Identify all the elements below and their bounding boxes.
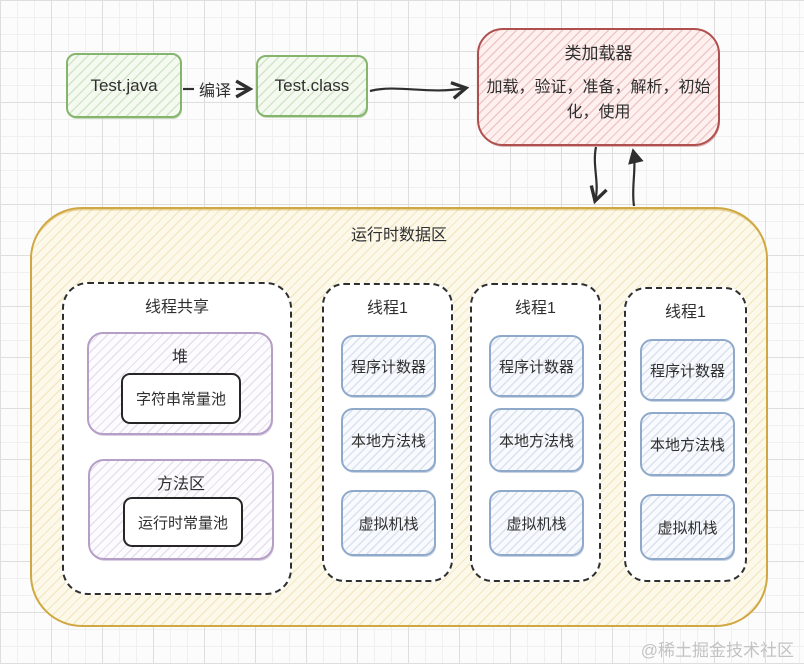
program-counter-label: 程序计数器 xyxy=(498,358,574,376)
vm-stack-box: 虚拟机栈 xyxy=(341,490,436,556)
vm-stack-box: 虚拟机栈 xyxy=(640,494,735,560)
vm-stack-box: 虚拟机栈 xyxy=(489,490,584,556)
thread-group-1: 线程1 程序计数器 本地方法栈 虚拟机栈 xyxy=(322,283,453,582)
method-area-title: 方法区 xyxy=(156,476,205,493)
native-method-stack-label: 本地方法栈 xyxy=(498,432,574,450)
arrow-right-icon xyxy=(369,81,470,100)
runtime-constant-pool-box: 运行时常量池 xyxy=(123,497,243,547)
test-java-box: Test.java xyxy=(66,53,182,118)
test-class-box: Test.class xyxy=(256,55,368,117)
class-loader-steps: 加载，验证，准备，解析，初始化，使用 xyxy=(486,79,711,121)
program-counter-box: 程序计数器 xyxy=(341,335,436,397)
thread-shared-group: 线程共享 堆 字符串常量池 方法区 运行时常量池 xyxy=(62,282,292,595)
test-java-label: Test.java xyxy=(90,75,158,95)
program-counter-label: 程序计数器 xyxy=(649,362,725,380)
heap-title: 堆 xyxy=(171,349,188,366)
vm-stack-label: 虚拟机栈 xyxy=(657,519,718,537)
string-constant-pool-label: 字符串常量池 xyxy=(135,391,226,408)
thread-3-title: 线程1 xyxy=(665,304,706,321)
test-class-label: Test.class xyxy=(274,76,350,95)
native-method-stack-box: 本地方法栈 xyxy=(341,408,436,472)
native-method-stack-box: 本地方法栈 xyxy=(489,408,584,472)
string-constant-pool-box: 字符串常量池 xyxy=(121,373,241,424)
vm-stack-label: 虚拟机栈 xyxy=(506,515,567,533)
program-counter-box: 程序计数器 xyxy=(640,339,735,401)
class-loader-box: 类加载器 加载，验证，准备，解析，初始化，使用 xyxy=(477,28,720,146)
runtime-data-area-title: 运行时数据区 xyxy=(350,227,447,244)
thread-group-2: 线程1 程序计数器 本地方法栈 虚拟机栈 xyxy=(470,283,601,582)
class-loader-title: 类加载器 xyxy=(564,44,633,63)
arrow-down-icon xyxy=(589,146,608,205)
native-method-stack-label: 本地方法栈 xyxy=(649,436,725,454)
program-counter-box: 程序计数器 xyxy=(489,335,584,397)
thread-2-title: 线程1 xyxy=(515,300,556,317)
thread-1-title: 线程1 xyxy=(367,300,408,317)
method-area-box: 方法区 运行时常量池 xyxy=(88,459,274,560)
watermark: @稀土掘金技术社区 xyxy=(640,641,794,660)
native-method-stack-box: 本地方法栈 xyxy=(640,412,735,476)
compile-arrow-label: 编译 xyxy=(198,83,231,100)
arrow-up-icon xyxy=(628,148,644,207)
runtime-constant-pool-label: 运行时常量池 xyxy=(137,514,228,532)
program-counter-label: 程序计数器 xyxy=(350,358,426,376)
thread-shared-title: 线程共享 xyxy=(144,299,209,316)
heap-box: 堆 字符串常量池 xyxy=(87,332,273,435)
runtime-data-area-box: 运行时数据区 线程共享 堆 字符串常量池 方法区 运行时常量池 线程1 程序计数… xyxy=(30,207,768,627)
vm-stack-label: 虚拟机栈 xyxy=(358,515,419,533)
native-method-stack-label: 本地方法栈 xyxy=(350,432,426,450)
thread-group-3: 线程1 程序计数器 本地方法栈 虚拟机栈 xyxy=(624,287,747,582)
